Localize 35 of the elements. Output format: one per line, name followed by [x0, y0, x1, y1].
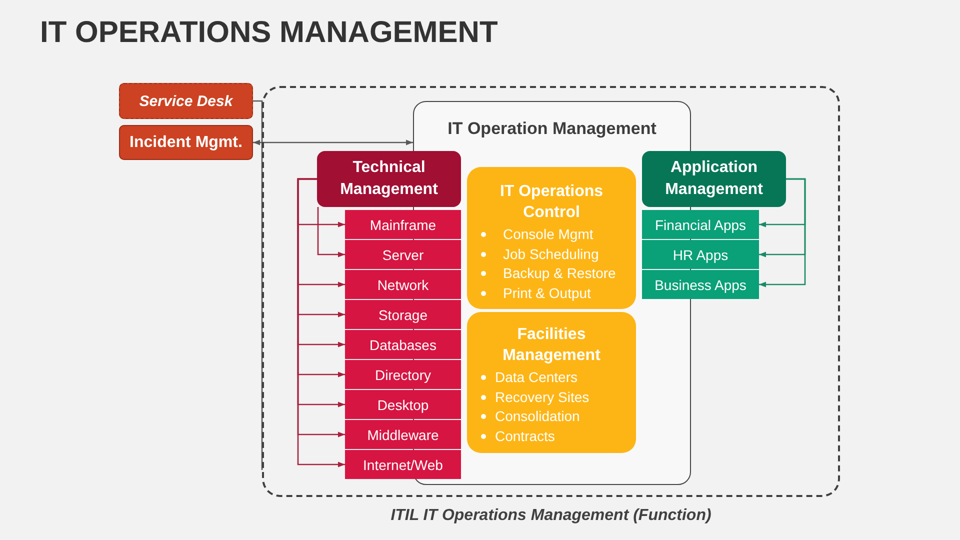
item-tile: Financial Apps: [642, 210, 759, 239]
page-title: IT OPERATIONS MANAGEMENT: [40, 16, 498, 50]
arrow: [253, 140, 413, 146]
region-caption: ITIL IT Operations Management (Function): [390, 506, 712, 526]
bullet-text: Console Mgmt: [503, 225, 594, 244]
item-tile: Server: [345, 240, 461, 269]
item-tile: Desktop: [345, 390, 461, 419]
connector-line: [253, 100, 263, 470]
bullet-text: Data Centers: [495, 368, 578, 387]
item-tile: HR Apps: [642, 240, 759, 269]
bullet-text: Backup & Restore: [503, 264, 616, 283]
item-tile: Databases: [345, 330, 461, 359]
card-heading: IT Operations Control: [498, 182, 604, 223]
item-tile: Directory: [345, 360, 461, 389]
bullet-text: Print & Output: [503, 284, 591, 303]
process-box: Service Desk: [119, 83, 253, 119]
item-tile: Network: [345, 270, 461, 299]
bullet-text: Recovery Sites: [495, 388, 590, 407]
item-tile: Mainframe: [345, 210, 461, 239]
bullet-text: Consolidation: [495, 407, 580, 426]
info-card: [467, 167, 636, 309]
card-heading: Facilities Management: [502, 325, 602, 366]
item-tile: Internet/Web: [345, 450, 461, 479]
arrow: [759, 178, 806, 288]
item-tile: Storage: [345, 300, 461, 329]
bullet-text: Contracts: [495, 426, 555, 446]
arrow: [317, 207, 345, 258]
panel-title: IT Operation Management: [448, 118, 656, 140]
group-header: Technical Management: [317, 151, 461, 207]
item-tile: Middleware: [345, 420, 461, 449]
bullet-text: Job Scheduling: [503, 244, 599, 264]
item-tile: Business Apps: [642, 270, 759, 299]
info-card: [467, 312, 636, 453]
process-box: Incident Mgmt.: [119, 125, 253, 160]
group-header: Application Management: [642, 151, 786, 207]
